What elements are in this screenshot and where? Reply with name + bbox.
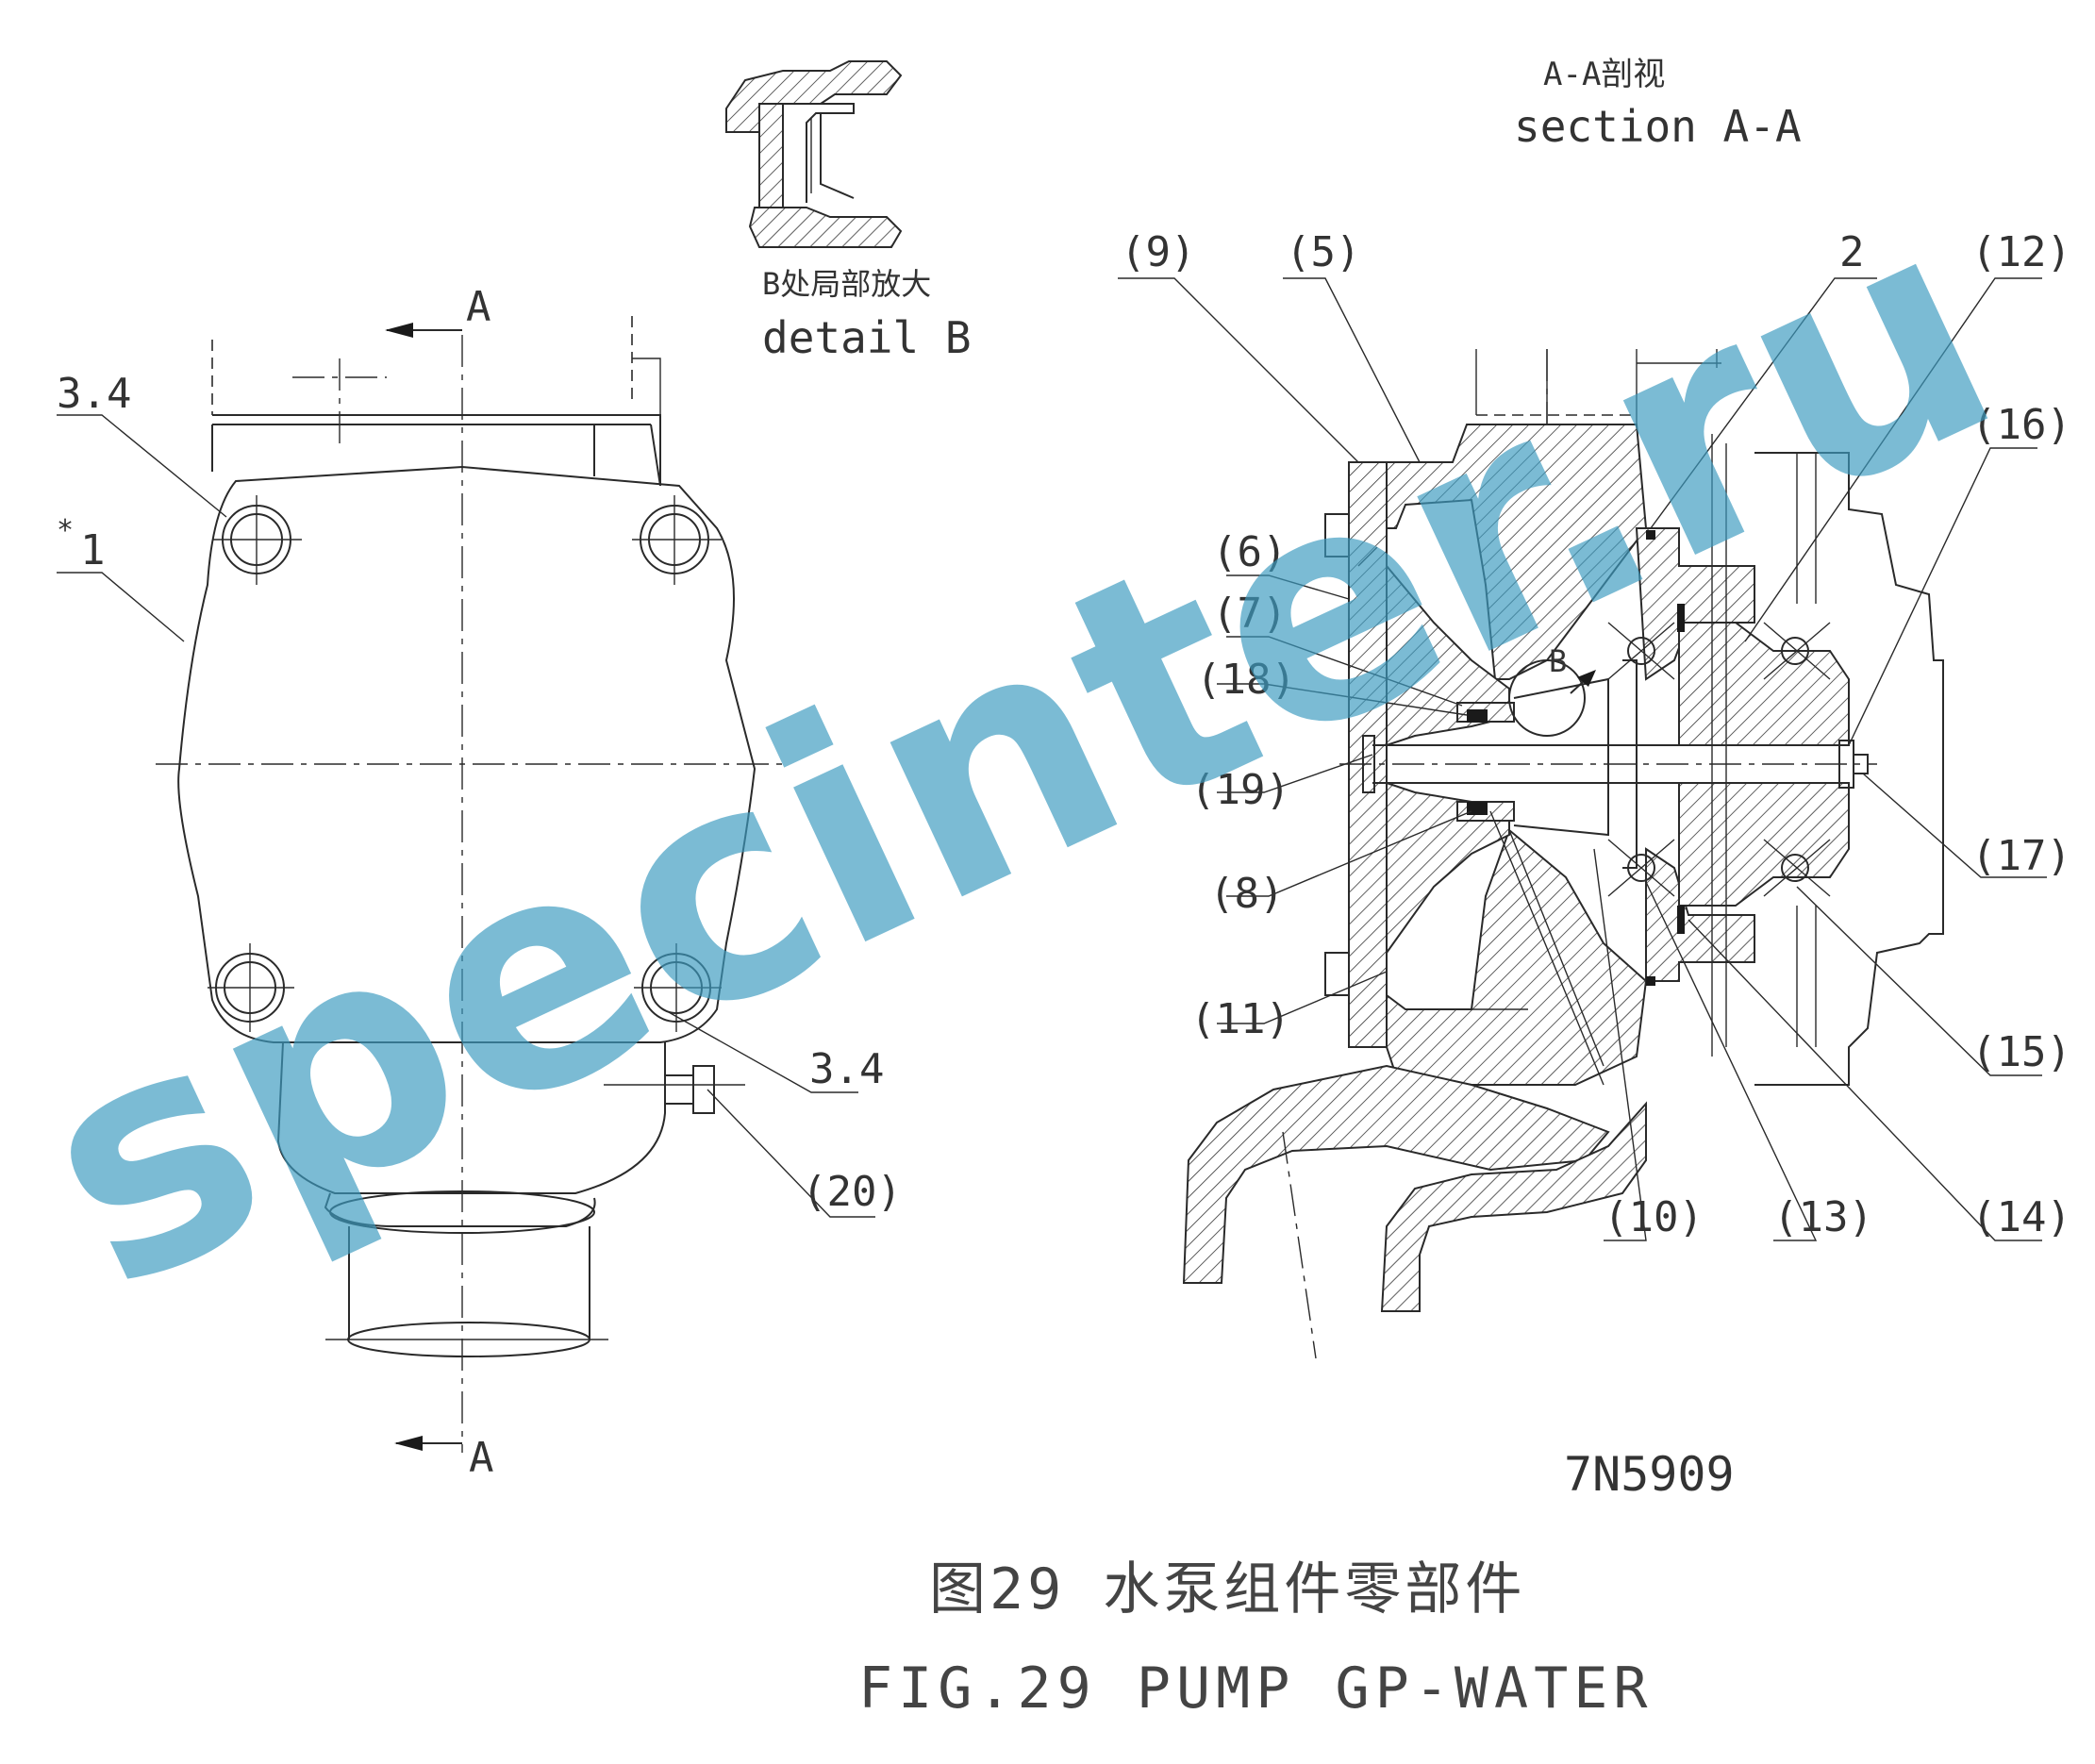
- callout-8: (8): [1209, 870, 1284, 918]
- section-title-en: section A-A: [1514, 101, 1802, 152]
- front-view-callouts: [57, 414, 875, 1218]
- callout-6: (6): [1212, 528, 1287, 576]
- callout-1-star: *: [57, 514, 74, 547]
- callout-3-4-top: 3.4: [57, 370, 131, 418]
- section-labels: A-A剖视 section A-A B (9) (5) 2 (12) (16) …: [1121, 56, 2071, 1241]
- detail-b-view: [725, 60, 903, 248]
- callout-11: (11): [1190, 995, 1290, 1043]
- callout-20: (20): [802, 1168, 902, 1216]
- callout-18: (18): [1196, 656, 1296, 704]
- section-title-cn: A-A剖视: [1543, 56, 1665, 93]
- detail-b-labels: B处局部放大 detail B: [762, 266, 972, 363]
- front-view-labels: 3.4 * 1 3.4 (20) A A: [57, 283, 902, 1482]
- figure-caption: 图29 水泵组件零部件 FIG.29 PUMP GP-WATER: [858, 1556, 1653, 1722]
- callout-17: (17): [1971, 832, 2071, 880]
- callout-13: (13): [1773, 1193, 1873, 1241]
- callout-10: (10): [1604, 1193, 1704, 1241]
- callout-16: (16): [1971, 401, 2071, 449]
- detail-b-title-cn: B处局部放大: [762, 266, 931, 302]
- callout-1: 1: [80, 526, 106, 574]
- callout-2: 2: [1839, 228, 1865, 276]
- watermark: specinter.ru: [0, 145, 2042, 1358]
- cut-mark-top: A: [466, 283, 491, 331]
- caption-cn: 图29 水泵组件零部件: [929, 1556, 1525, 1623]
- section-callout-leaders: [1118, 277, 2047, 1241]
- detail-b-marker-label: B: [1549, 643, 1567, 679]
- callout-5: (5): [1286, 228, 1360, 276]
- callout-19: (19): [1190, 766, 1290, 814]
- callout-14: (14): [1971, 1193, 2071, 1241]
- detail-b-title-en: detail B: [762, 312, 972, 363]
- callout-7: (7): [1212, 590, 1287, 638]
- callout-3-4-bottom: 3.4: [809, 1045, 884, 1093]
- cut-mark-bottom: A: [469, 1434, 494, 1482]
- callout-12: (12): [1971, 228, 2071, 276]
- caption-en: FIG.29 PUMP GP-WATER: [858, 1656, 1653, 1722]
- front-view: [156, 316, 788, 1453]
- callout-9: (9): [1121, 228, 1195, 276]
- drawing-number: 7N5909: [1564, 1447, 1735, 1502]
- section-a-a-view: [1182, 349, 1944, 1359]
- callout-15: (15): [1971, 1028, 2071, 1076]
